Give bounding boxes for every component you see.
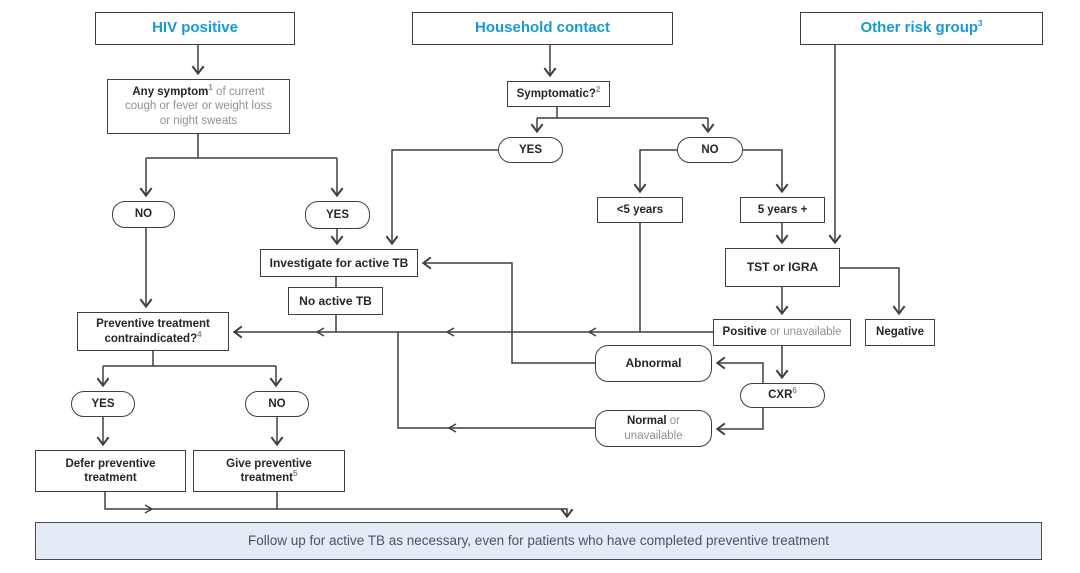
node-label: Abnormal (625, 356, 682, 370)
node-label: Household contact (474, 19, 610, 37)
node-contraindicated-yes: YES (71, 391, 135, 417)
node-symptomatic-no: NO (677, 137, 743, 163)
node-label: YES (518, 143, 542, 156)
node-symptomatic-yes: YES (498, 137, 563, 163)
follow-up-banner: Follow up for active TB as necessary, ev… (35, 522, 1042, 560)
node-label: NO (268, 397, 286, 410)
node-tst-or-igra: TST or IGRA (725, 248, 840, 287)
node-defer-preventive-treatment: Defer preventive treatment (35, 450, 186, 492)
node-label: NO (134, 208, 153, 221)
node-5-years-plus: 5 years + (740, 197, 825, 223)
node-label: Give preventive treatment5 (226, 457, 312, 484)
node-label: CXR6 (768, 386, 797, 402)
node-no-active-tb: No active TB (288, 287, 383, 315)
node-investigate-active-tb: Investigate for active TB (260, 249, 418, 277)
node-label: Other risk group3 (860, 19, 983, 37)
node-cxr: CXR6 (740, 383, 825, 408)
node-label: Negative (876, 326, 924, 339)
node-under-5-years: <5 years (597, 197, 683, 223)
node-cxr-normal-or-unavailable: Normal or unavailable (595, 410, 712, 447)
node-label: No active TB (299, 293, 372, 308)
node-label: Normal or unavailable (624, 415, 683, 442)
node-label: Preventive treatment contraindicated?4 (96, 318, 210, 345)
node-hiv-positive: HIV positive (95, 12, 295, 45)
node-other-risk-group: Other risk group3 (800, 12, 1043, 45)
node-label: Investigate for active TB (269, 255, 409, 270)
node-hiv-symptom-no: NO (112, 201, 175, 228)
node-label: Symptomatic?2 (516, 84, 601, 100)
node-label: TST or IGRA (746, 260, 819, 274)
node-symptomatic: Symptomatic?2 (507, 81, 610, 107)
node-tst-negative: Negative (865, 319, 935, 346)
node-label: Any symptom1 of current cough or fever o… (124, 83, 273, 127)
node-label: NO (701, 143, 719, 156)
banner-text: Follow up for active TB as necessary, ev… (247, 532, 830, 548)
node-household-contact: Household contact (412, 12, 673, 45)
node-give-preventive-treatment: Give preventive treatment5 (193, 450, 345, 492)
node-hiv-symptom-yes: YES (305, 201, 370, 229)
node-label: Positive or unavailable (722, 326, 842, 339)
node-label: <5 years (616, 203, 664, 216)
node-label: 5 years + (757, 203, 808, 216)
node-contraindicated-no: NO (245, 391, 309, 417)
node-preventive-treatment-contraindicated: Preventive treatment contraindicated?4 (77, 312, 229, 351)
node-cxr-abnormal: Abnormal (595, 345, 712, 382)
node-label: Defer preventive treatment (65, 457, 156, 484)
node-any-symptom: Any symptom1 of current cough or fever o… (107, 79, 290, 134)
node-label: YES (325, 208, 349, 221)
node-label: YES (91, 397, 115, 410)
node-label: HIV positive (152, 19, 238, 37)
node-tst-positive-or-unavailable: Positive or unavailable (713, 319, 851, 346)
